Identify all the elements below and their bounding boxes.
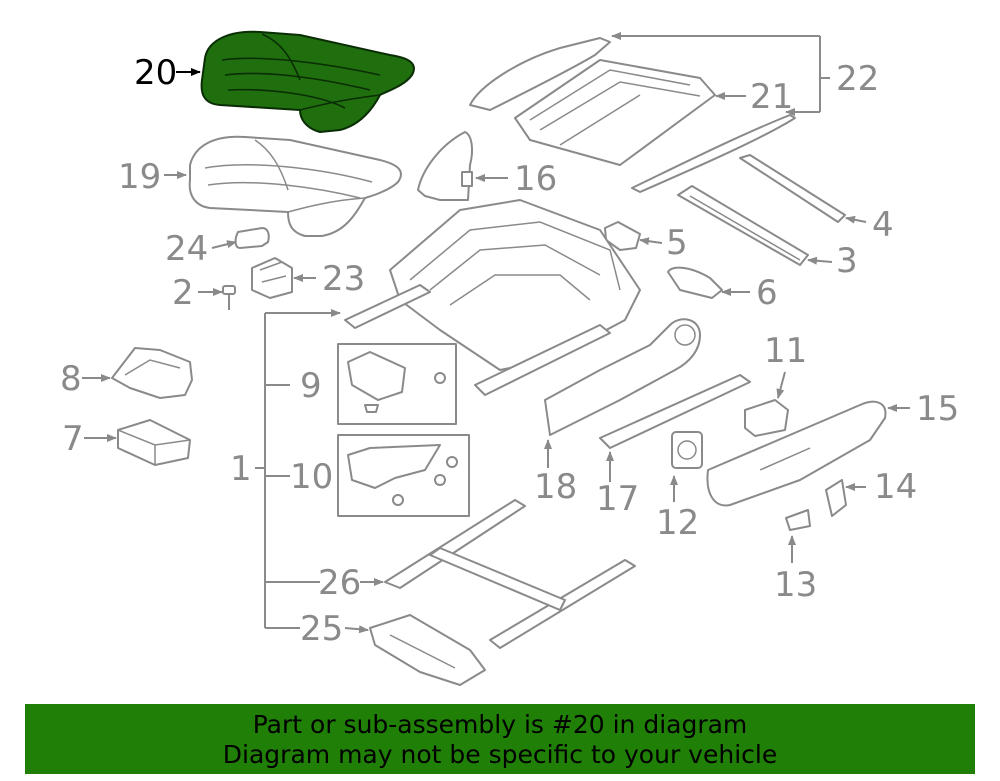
part-22-panel[interactable] [469, 37, 796, 193]
callout-4: 4 [872, 205, 894, 245]
callout-2: 2 [172, 273, 194, 313]
callout-25: 25 [300, 609, 343, 649]
callout-10: 10 [290, 457, 333, 497]
callout-23: 23 [322, 259, 365, 299]
callout-14: 14 [874, 467, 917, 507]
seat-frame [344, 199, 641, 396]
part-25-bracket[interactable] [369, 614, 486, 686]
callout-18: 18 [534, 467, 577, 507]
leader-arrows [82, 68, 910, 634]
group-1-bracket [255, 309, 341, 629]
part-7-module[interactable] [117, 419, 191, 466]
callout-24: 24 [165, 229, 208, 269]
part-24-clip[interactable] [234, 227, 270, 249]
callout-6: 6 [756, 273, 778, 313]
callout-13: 13 [774, 565, 817, 605]
callout-8: 8 [60, 359, 82, 399]
callout-20: 20 [134, 53, 177, 93]
callout-15: 15 [916, 389, 959, 429]
part-15-side-panel[interactable] [706, 400, 887, 507]
callout-22: 22 [836, 59, 879, 99]
part-10-kit-box[interactable] [337, 434, 470, 517]
part-11-switch[interactable] [744, 399, 789, 437]
part-23-bracket[interactable] [251, 257, 293, 299]
part-19-cushion-cover[interactable] [188, 135, 402, 237]
callout-26: 26 [318, 563, 361, 603]
callout-3: 3 [836, 241, 858, 281]
callout-5: 5 [666, 223, 688, 263]
callout-21: 21 [750, 77, 793, 117]
part-13-cap[interactable] [785, 509, 811, 531]
part-26-frame[interactable] [384, 499, 636, 649]
callout-labels: 1 2 3 4 5 6 7 8 9 10 11 12 13 14 15 16 1… [60, 53, 959, 649]
part-16-cover[interactable] [417, 131, 474, 201]
callout-17: 17 [596, 479, 639, 519]
callout-12: 12 [656, 503, 699, 543]
banner-line-1: Part or sub-assembly is #20 in diagram [252, 710, 748, 739]
callout-7: 7 [62, 419, 84, 459]
callout-9: 9 [300, 366, 322, 406]
part-20-seat-cushion[interactable] [200, 30, 415, 133]
callout-11: 11 [764, 331, 807, 371]
part-12-knob[interactable] [671, 431, 703, 469]
part-6-handle[interactable] [667, 266, 723, 299]
part-9-kit-box[interactable] [337, 343, 457, 425]
callout-16: 16 [514, 159, 557, 199]
part-17-trim[interactable] [599, 374, 751, 449]
part-14-cap[interactable] [825, 479, 847, 517]
banner-line-2: Diagram may not be specific to your vehi… [222, 740, 778, 769]
part-2-bolt[interactable] [222, 285, 236, 310]
part-3-track[interactable] [677, 185, 809, 266]
callout-19: 19 [118, 157, 161, 197]
callout-1: 1 [230, 449, 252, 489]
group-22-bracket [611, 32, 830, 116]
part-8-bracket[interactable] [111, 347, 193, 399]
part-4-rail[interactable] [739, 154, 846, 223]
part-18-side-shield[interactable] [544, 318, 701, 436]
notice-banner: Part or sub-assembly is #20 in diagram D… [25, 704, 975, 774]
